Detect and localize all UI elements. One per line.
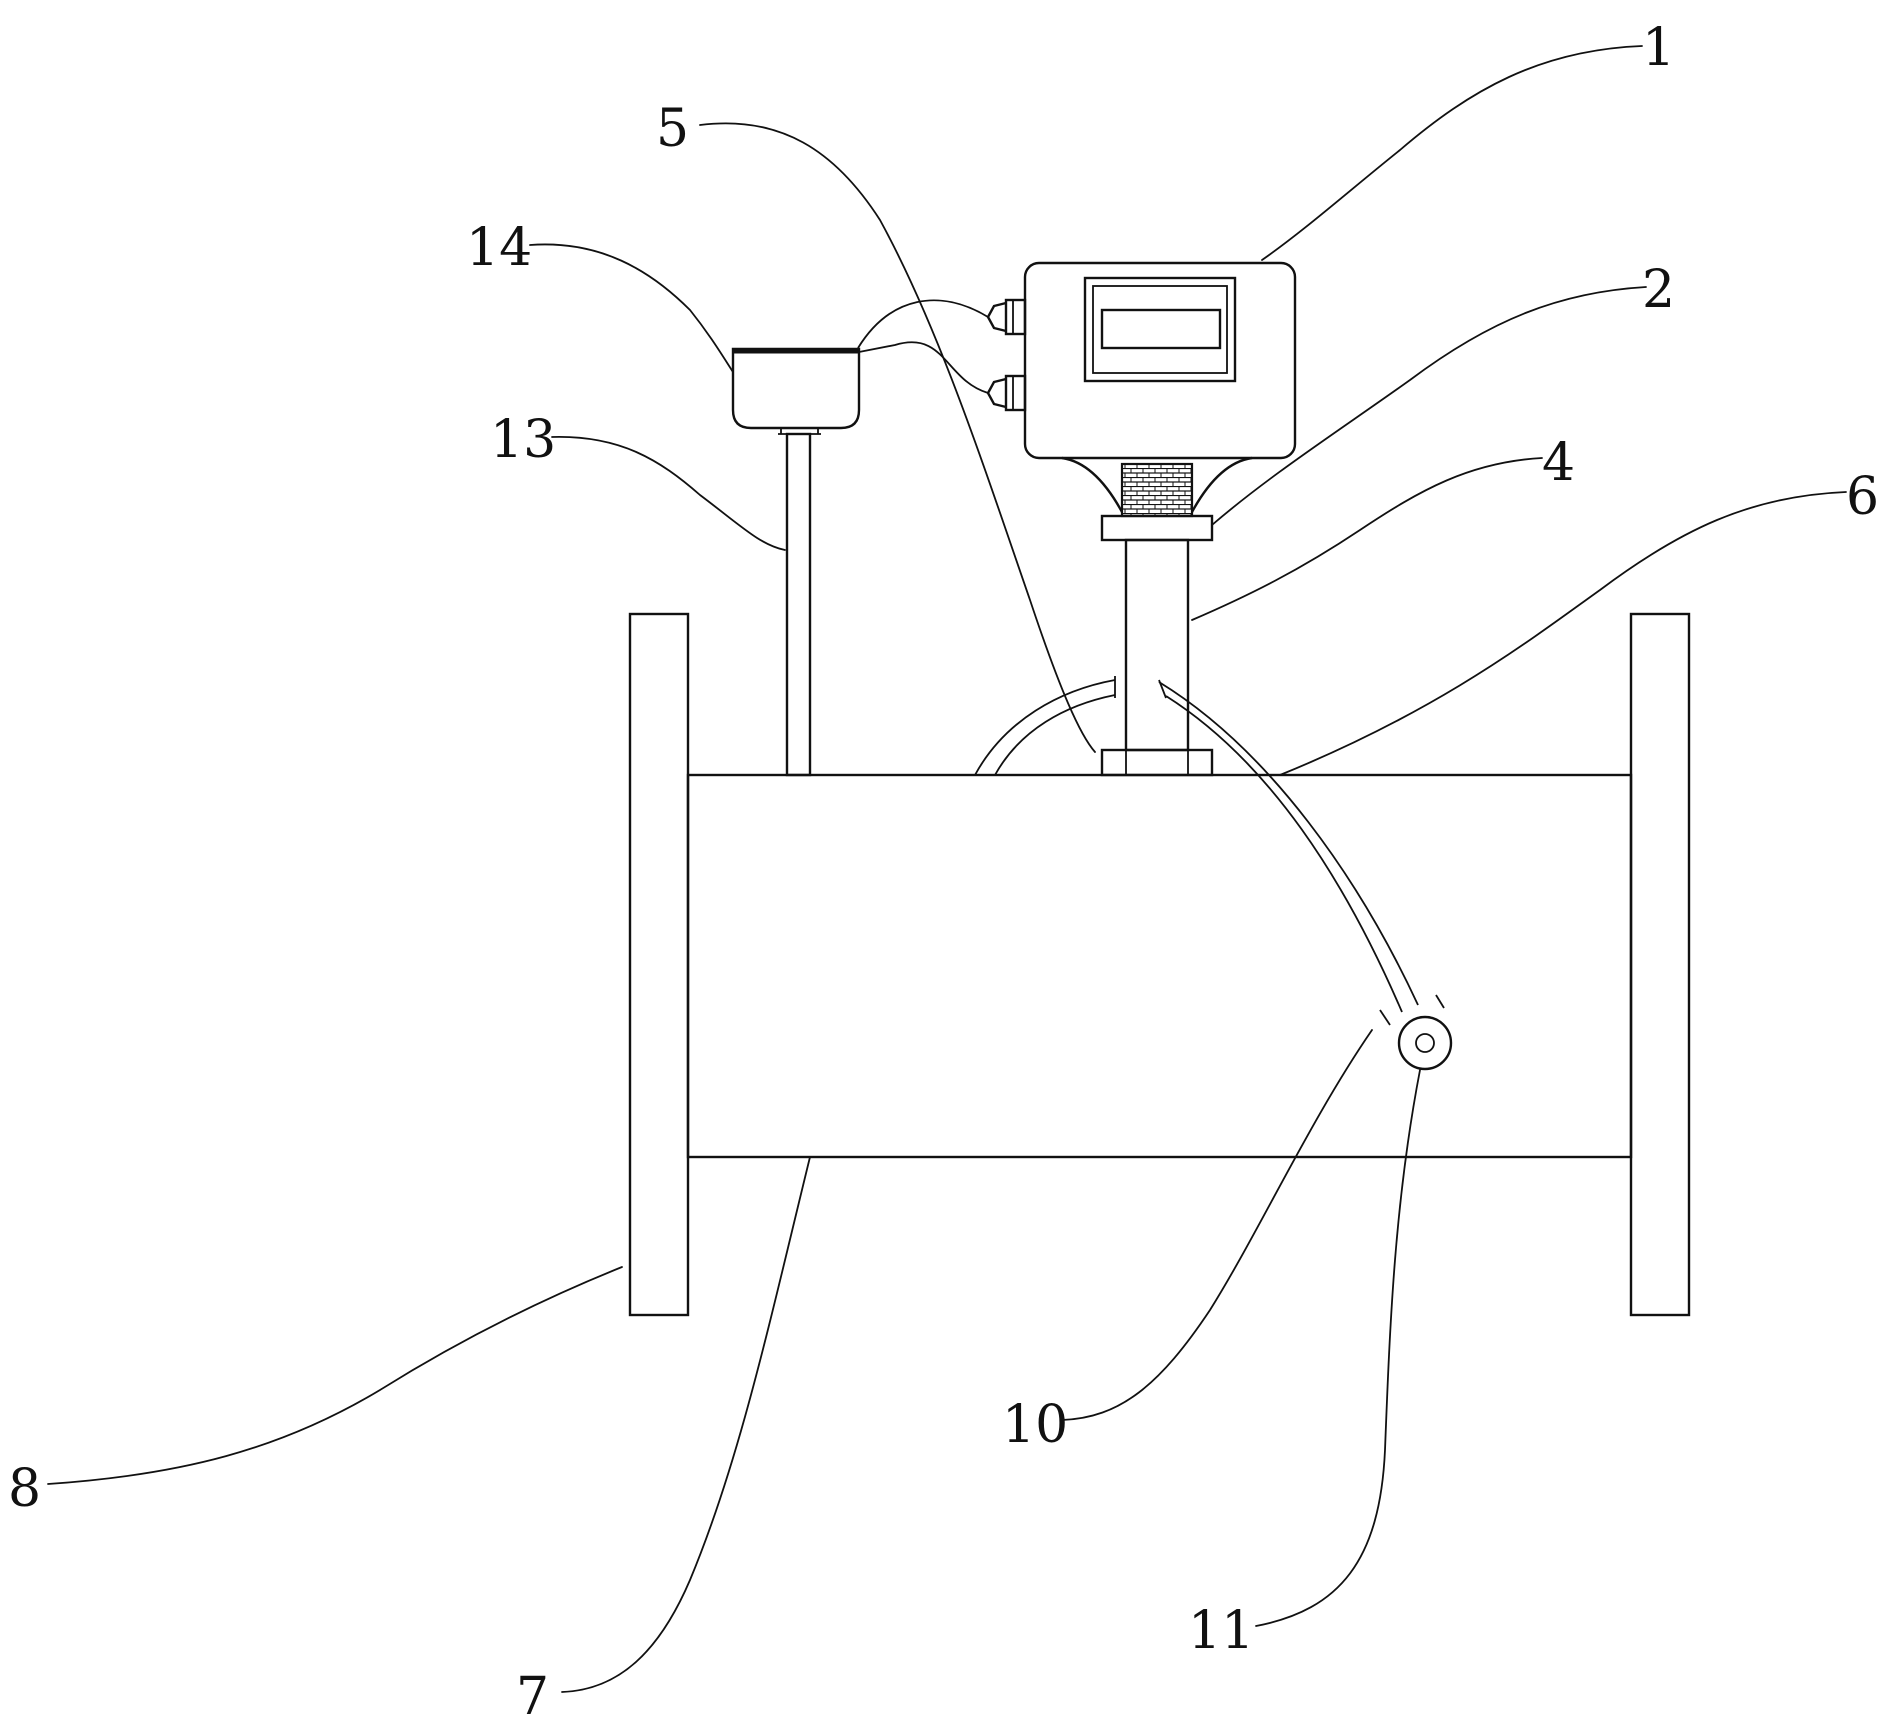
callout-6: 6	[1846, 467, 1879, 527]
callout-10: 10	[1002, 1395, 1068, 1455]
pipe-body	[686, 773, 1633, 1159]
riser-base-flange	[1100, 748, 1214, 777]
probe-tube-clip	[1435, 994, 1445, 1009]
probe-tube-clip	[1379, 1009, 1391, 1026]
sensor-cup	[731, 347, 861, 430]
leader-5	[699, 122, 1096, 753]
leader-11	[1255, 1069, 1421, 1627]
cable-gland-upper	[986, 298, 1027, 336]
transmitter-housing	[1023, 261, 1297, 460]
callout-11: 11	[1188, 1601, 1254, 1661]
arc-shield-inner	[994, 694, 1116, 776]
callout-4: 4	[1542, 433, 1575, 493]
callout-13: 13	[490, 410, 556, 470]
probe-tube-cap	[1158, 679, 1167, 699]
leader-6	[1279, 491, 1847, 776]
probe-tube-inner	[1165, 695, 1403, 1013]
probe-sensor-head	[1397, 1015, 1453, 1071]
callout-5: 5	[656, 99, 689, 159]
callout-1: 1	[1642, 18, 1675, 78]
callout-7: 7	[516, 1667, 549, 1727]
leader-14	[529, 243, 734, 373]
support-rod	[785, 432, 812, 777]
leader-1	[1261, 45, 1643, 261]
neck-damper	[1120, 462, 1194, 518]
leader-2	[1211, 286, 1647, 526]
leader-10	[1061, 1029, 1373, 1421]
display-window-inner	[1092, 285, 1228, 374]
leader-4	[1191, 457, 1543, 621]
leader-8	[47, 1266, 623, 1485]
riser-tube	[1124, 538, 1190, 752]
leader-7	[561, 1156, 811, 1693]
arc-shield-outer	[974, 679, 1116, 776]
signal-cable-upper	[857, 299, 989, 349]
callout-14: 14	[466, 218, 532, 278]
right-flange	[1629, 612, 1691, 1317]
probe-sensor-core	[1415, 1033, 1435, 1053]
signal-cable-lower	[858, 341, 989, 394]
leader-13	[551, 436, 786, 551]
probe-tube-outer	[1158, 681, 1419, 1006]
callout-8: 8	[8, 1459, 41, 1519]
adapter-ring	[1100, 514, 1214, 542]
callout-2: 2	[1642, 260, 1675, 320]
display-screen	[1100, 308, 1222, 350]
left-flange	[628, 612, 690, 1317]
cable-gland-lower	[986, 374, 1027, 412]
display-window-outer	[1083, 276, 1237, 383]
